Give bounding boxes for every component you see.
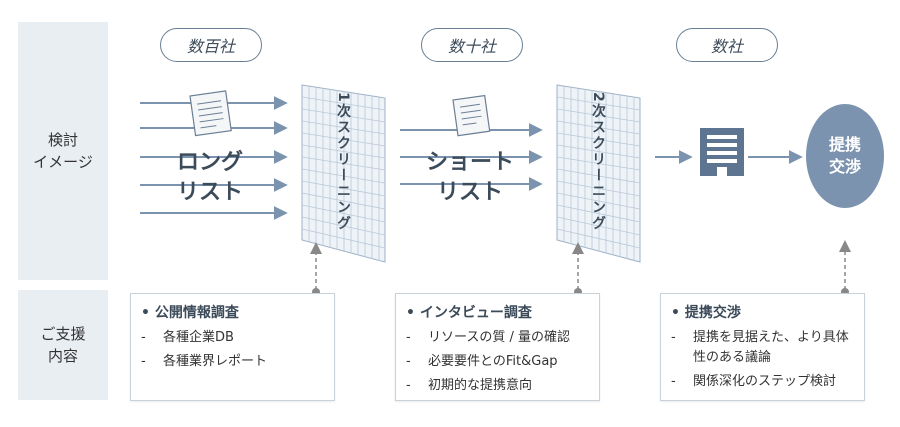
connector-2 bbox=[572, 242, 584, 296]
screening-label-2: 2次スクリーニング bbox=[590, 92, 606, 232]
list-item: -必要要件とのFit&Gap bbox=[406, 354, 558, 369]
pill-stage-2: 数十社 bbox=[421, 28, 523, 62]
document-icon bbox=[189, 90, 232, 137]
alliance-negotiation-ellipse: 提携 交渉 bbox=[806, 104, 884, 208]
list-item: -提携を見据えた、より具体性のある議論 bbox=[671, 330, 849, 365]
list-item: -初期的な提携意向 bbox=[406, 378, 533, 393]
card-title: • 提携交渉 bbox=[671, 305, 741, 321]
connector-1 bbox=[310, 242, 322, 296]
list-item: -各種企業DB bbox=[141, 330, 234, 345]
connector-3 bbox=[839, 240, 851, 296]
screening-grid-1 bbox=[301, 84, 386, 263]
card-alliance-negotiation: • 提携交渉 -提携を見据えた、より具体性のある議論 -関係深化のステップ検討 bbox=[660, 293, 865, 401]
list-item: -各種業界レポート bbox=[141, 354, 268, 369]
card-public-research: • 公開情報調査 -各種企業DB -各種業界レポート bbox=[130, 293, 335, 401]
building-icon bbox=[700, 128, 744, 176]
shortlist-title: ショート リスト bbox=[425, 150, 514, 205]
card-interview-research: • インタビュー調査 -リソースの質 / 量の確認 -必要要件とのFit&Gap… bbox=[395, 293, 600, 401]
document-icon bbox=[452, 94, 491, 137]
list-item: -関係深化のステップ検討 bbox=[671, 374, 837, 389]
row-label-support: ご支援 内容 bbox=[18, 290, 108, 400]
pill-stage-3: 数社 bbox=[676, 28, 778, 62]
row-label-image: 検討 イメージ bbox=[18, 22, 108, 280]
screening-label-1: 1次スクリーニング bbox=[335, 92, 351, 232]
list-item: -リソースの質 / 量の確認 bbox=[406, 330, 570, 345]
screening-grid-2 bbox=[556, 84, 641, 263]
longlist-title: ロング リスト bbox=[176, 150, 243, 205]
card-title: • 公開情報調査 bbox=[141, 305, 239, 321]
pill-stage-1: 数百社 bbox=[160, 28, 262, 62]
card-title: • インタビュー調査 bbox=[406, 305, 532, 321]
